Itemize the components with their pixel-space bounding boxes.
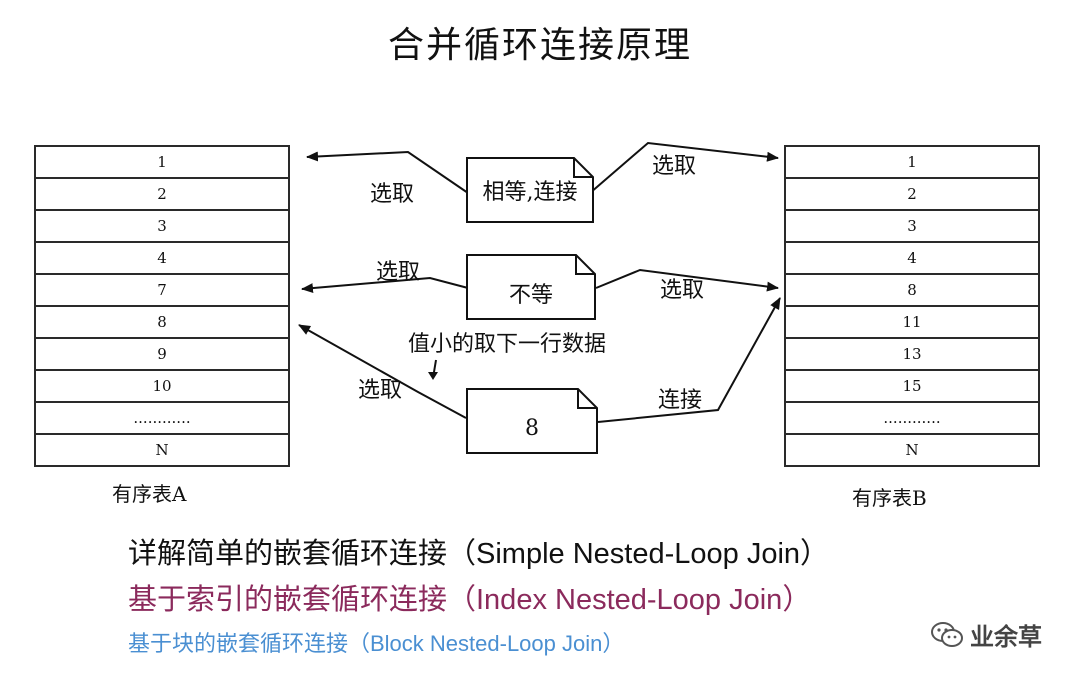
label-connect: 连接: [658, 388, 703, 413]
note-not-equal: 不等: [466, 254, 596, 320]
arrow-select-b-top: [589, 141, 779, 194]
arrow-connect-b: [597, 297, 781, 423]
table-b-row: 15: [786, 369, 1038, 401]
table-b-caption: 有序表B: [852, 486, 927, 510]
table-b-row: 11: [786, 305, 1038, 337]
sorted-table-b: 1 2 3 4 8 11 13 15 ............ N: [784, 145, 1040, 467]
table-a-row: N: [36, 433, 288, 465]
table-b-row: 1: [907, 153, 917, 171]
watermark-text: 业余草: [970, 624, 1042, 651]
sorted-table-a: 1 2 3 4 7 8 9 10 ............ N: [34, 145, 290, 467]
table-a-row: 9: [36, 337, 288, 369]
table-a-row: 3: [36, 209, 288, 241]
note-value-8-text: 8: [525, 415, 539, 441]
label-select-b-top: 选取: [652, 154, 697, 179]
table-b-row: 13: [786, 337, 1038, 369]
table-b-row: 3: [786, 209, 1038, 241]
table-a-row: 7: [36, 273, 288, 305]
arrow-select-a-mid: [301, 276, 469, 294]
table-a-row: 1: [157, 153, 167, 171]
table-a-row: 10: [36, 369, 288, 401]
arrow-select-a-top: [306, 150, 469, 194]
arrow-select-b-mid: [595, 268, 779, 292]
table-b-row: N: [786, 433, 1038, 465]
text-index-nested-loop-join: 基于索引的嵌套循环连接（Index Nested-Loop Join）: [128, 584, 812, 616]
label-rule: 值小的取下一行数据: [408, 332, 607, 357]
table-b-row: ............: [786, 401, 1038, 433]
diagram-title: 合并循环连接原理: [387, 25, 692, 66]
label-select-a-mid: 选取: [376, 260, 421, 285]
note-not-equal-text: 不等: [508, 283, 553, 308]
table-a-caption: 有序表A: [112, 482, 187, 506]
table-b-row: 4: [786, 241, 1038, 273]
table-b-row: 2: [786, 177, 1038, 209]
note-equal-connect: 相等,连接: [466, 157, 594, 223]
label-select-a-bottom: 选取: [358, 378, 403, 403]
table-a-row: ............: [36, 401, 288, 433]
watermark: 业余草: [930, 617, 1042, 652]
label-select-a-top: 选取: [370, 182, 415, 207]
table-a-row: 8: [36, 305, 288, 337]
text-simple-nested-loop-join: 详解简单的嵌套循环连接（Simple Nested-Loop Join）: [128, 538, 830, 570]
wechat-icon: [931, 621, 963, 647]
table-a-row: 2: [36, 177, 288, 209]
note-value-8: 8: [466, 388, 598, 454]
label-select-b-mid: 选取: [660, 278, 705, 303]
note-equal-connect-text: 相等,连接: [482, 180, 578, 205]
text-block-nested-loop-join: 基于块的嵌套循环连接（Block Nested-Loop Join）: [128, 631, 625, 656]
table-a-row: 4: [36, 241, 288, 273]
table-b-row: 8: [786, 273, 1038, 305]
arrow-select-a-bottom: [298, 324, 467, 419]
